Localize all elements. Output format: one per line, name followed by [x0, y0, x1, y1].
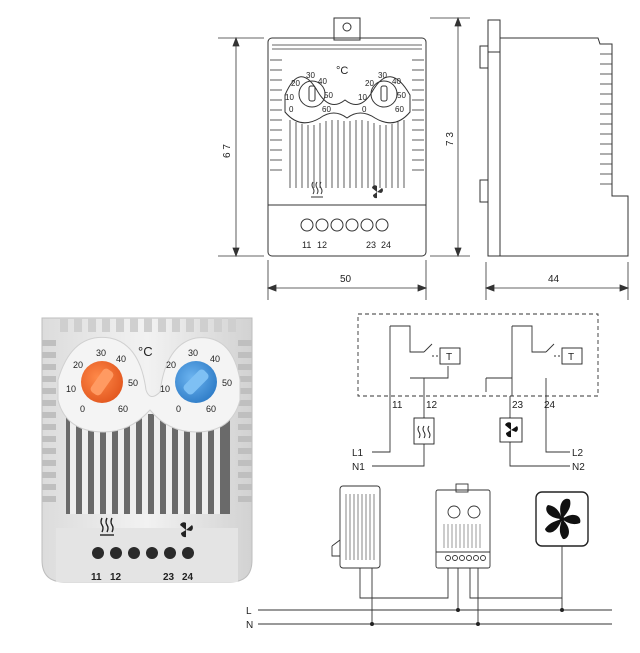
- mains-labels: L N: [246, 606, 253, 631]
- svg-text:50: 50: [324, 91, 333, 100]
- svg-text:11: 11: [302, 240, 311, 250]
- svg-text:24: 24: [182, 572, 194, 583]
- svg-text:10: 10: [358, 93, 367, 102]
- schematic-t-left: T: [446, 352, 452, 363]
- drawing-right-scale: 30 40 20 50 10 60 0: [358, 71, 406, 114]
- svg-text:40: 40: [318, 77, 327, 86]
- fan-symbol-drawing: [372, 185, 383, 199]
- dimension-lines: [218, 16, 630, 300]
- svg-text:11: 11: [392, 400, 403, 411]
- svg-text:40: 40: [210, 354, 220, 364]
- svg-text:L2: L2: [572, 448, 584, 459]
- junction-dots: [370, 608, 564, 626]
- front-left-fins: [270, 59, 282, 171]
- svg-text:10: 10: [66, 384, 76, 394]
- svg-text:60: 60: [322, 105, 331, 114]
- svg-text:23: 23: [512, 400, 524, 411]
- svg-text:60: 60: [395, 105, 404, 114]
- dim-50: 50: [340, 274, 352, 285]
- product-photo: [41, 317, 253, 583]
- front-slots: [289, 120, 405, 188]
- svg-text:50: 50: [397, 91, 406, 100]
- schematic-t-right: T: [568, 352, 574, 363]
- photo-left-scale: 30 40 20 50 10 60 0: [66, 348, 138, 414]
- svg-text:L1: L1: [352, 448, 364, 459]
- wiring-schematic: [357, 313, 599, 467]
- svg-text:N1: N1: [352, 462, 365, 473]
- svg-text:23: 23: [163, 572, 175, 583]
- photo-fan-symbol: [180, 522, 193, 538]
- side-view-drawing: [479, 19, 629, 257]
- svg-text:12: 12: [426, 400, 438, 411]
- svg-text:0: 0: [176, 404, 181, 414]
- drawing-left-scale: 30 40 20 50 10 60 0: [285, 71, 333, 114]
- svg-text:12: 12: [110, 572, 122, 583]
- dim-44: 44: [548, 274, 560, 285]
- dim-73: 7 3: [445, 132, 456, 146]
- svg-text:L: L: [246, 606, 252, 617]
- heater-symbol-drawing: [311, 181, 323, 198]
- svg-text:11: 11: [91, 572, 102, 583]
- photo-terminal-labels: 11 12 23 24: [91, 572, 194, 583]
- drawing-terminal-labels: 11 12 23 24: [302, 240, 391, 250]
- photo-right-scale: 30 40 20 50 10 60 0: [160, 348, 232, 414]
- svg-text:0: 0: [289, 105, 294, 114]
- svg-text:N2: N2: [572, 462, 585, 473]
- front-right-fins: [412, 59, 424, 171]
- schematic-fan-symbol: [505, 422, 518, 438]
- installation-sketch: [258, 483, 612, 625]
- svg-text:30: 30: [306, 71, 315, 80]
- svg-text:24: 24: [381, 240, 391, 250]
- drawing-unit: °C: [336, 65, 348, 77]
- svg-text:23: 23: [366, 240, 376, 250]
- svg-text:0: 0: [80, 404, 85, 414]
- svg-text:N: N: [246, 620, 253, 631]
- svg-text:20: 20: [73, 360, 83, 370]
- front-view-drawing: [267, 17, 427, 257]
- svg-text:50: 50: [128, 378, 138, 388]
- svg-text:60: 60: [206, 404, 216, 414]
- svg-text:30: 30: [378, 71, 387, 80]
- svg-text:20: 20: [365, 79, 374, 88]
- dim-67: 6 7: [222, 144, 233, 158]
- schematic-terminal-labels: 11 12 23 24: [392, 400, 556, 411]
- svg-text:40: 40: [116, 354, 126, 364]
- svg-text:30: 30: [188, 348, 198, 358]
- svg-text:30: 30: [96, 348, 106, 358]
- svg-text:40: 40: [392, 77, 401, 86]
- svg-text:20: 20: [166, 360, 176, 370]
- fan-device-icon: [545, 498, 581, 540]
- svg-text:60: 60: [118, 404, 128, 414]
- photo-heater-symbol: [100, 517, 114, 536]
- schematic-line-labels: L1 N1 L2 N2: [352, 448, 585, 473]
- front-terminals: [300, 218, 389, 232]
- photo-unit: °C: [138, 344, 153, 359]
- svg-text:12: 12: [317, 240, 327, 250]
- photo-terminal-holes: [92, 547, 194, 559]
- svg-text:0: 0: [362, 105, 367, 114]
- photo-side-fins: [42, 340, 252, 502]
- svg-text:10: 10: [160, 384, 170, 394]
- svg-text:24: 24: [544, 400, 556, 411]
- schematic-heater-symbol: [417, 425, 431, 439]
- svg-text:10: 10: [285, 93, 294, 102]
- svg-text:50: 50: [222, 378, 232, 388]
- svg-text:20: 20: [291, 79, 300, 88]
- photo-vent-ribs: [70, 414, 220, 514]
